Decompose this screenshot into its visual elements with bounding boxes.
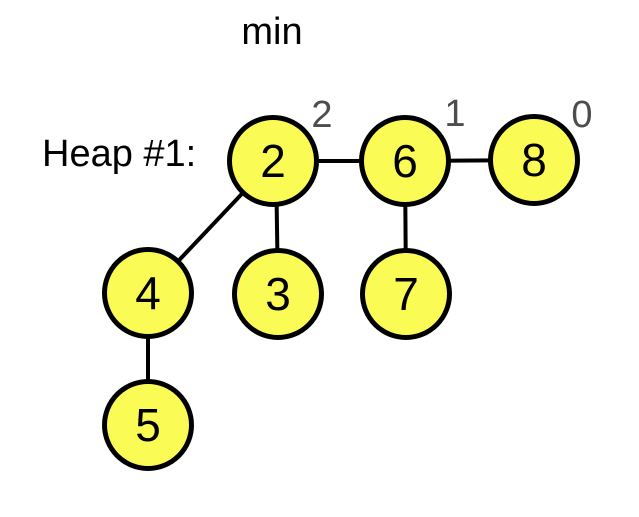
node-value: 7: [393, 268, 419, 320]
root-order-label-2: 2: [311, 94, 333, 136]
heap-node-2: 2: [227, 115, 319, 207]
root-order-label-0: 0: [571, 94, 593, 136]
node-value: 5: [135, 399, 161, 451]
root-order-label-1: 1: [444, 93, 466, 135]
heap-node-4: 4: [102, 247, 194, 339]
node-value: 2: [260, 135, 286, 187]
node-value: 4: [135, 267, 161, 319]
heap-title: Heap #1:: [42, 133, 197, 175]
heap-node-5: 5: [102, 379, 194, 471]
heap-node-6: 6: [359, 115, 451, 207]
heap-node-7: 7: [360, 248, 452, 340]
heap-node-3: 3: [232, 248, 324, 340]
heap-node-8: 8: [488, 114, 580, 206]
node-value: 8: [521, 134, 547, 186]
node-value: 6: [392, 135, 418, 187]
min-pointer-label: min: [241, 11, 303, 53]
node-value: 3: [265, 268, 291, 320]
